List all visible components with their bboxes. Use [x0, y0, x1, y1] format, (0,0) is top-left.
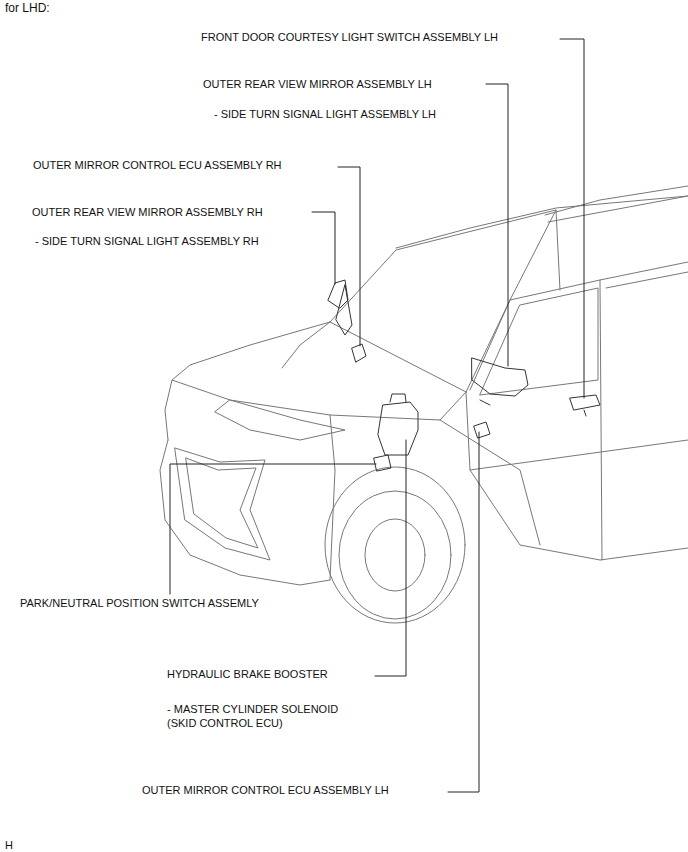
door-switch: [570, 395, 600, 416]
wheel-hub: [365, 519, 425, 591]
hood-crease: [165, 322, 330, 440]
part-label: - MASTER CYLINDER SOLENOID (SKID CONTROL…: [167, 702, 357, 730]
grille-inner: [186, 458, 258, 548]
part-label: - SIDE TURN SIGNAL LIGHT ASSEMBLY LH: [214, 107, 436, 121]
leader-line: [486, 84, 508, 366]
vehicle-outline: [160, 186, 688, 623]
leader-line: [338, 167, 360, 346]
fender: [330, 415, 540, 580]
part-label: OUTER MIRROR CONTROL ECU ASSEMBLY LH: [142, 783, 389, 797]
part-label: HYDRAULIC BRAKE BOOSTER: [167, 667, 328, 681]
diagram-title: for LHD:: [5, 1, 50, 15]
brake-booster: [378, 394, 418, 455]
spindle-grille: [175, 448, 270, 560]
part-label: PARK/NEUTRAL POSITION SWITCH ASSEMLY: [20, 596, 259, 610]
front-wheel: [339, 491, 451, 619]
park-neutral-switch: [374, 455, 391, 471]
roof-rail: [545, 186, 688, 222]
body-side: [466, 392, 688, 560]
figure-code: H: [5, 838, 13, 852]
part-label: - SIDE TURN SIGNAL LIGHT ASSEMBLY RH: [35, 234, 259, 248]
leader-line: [375, 440, 406, 676]
wheel-arch: [325, 467, 465, 623]
leader-line: [448, 432, 479, 792]
leader-line: [560, 39, 584, 398]
mirror-ecu-lh: [474, 422, 490, 438]
roof-side: [510, 210, 688, 300]
part-label: OUTER REAR VIEW MIRROR ASSEMBLY LH: [203, 77, 432, 91]
mirror-rh: [328, 280, 352, 335]
mirror-lh: [472, 358, 528, 405]
windshield: [330, 210, 556, 392]
headlamp: [215, 400, 345, 440]
part-symbols: [328, 280, 600, 471]
part-label: FRONT DOOR COURTESY LIGHT SWITCH ASSEMBL…: [201, 30, 498, 44]
hood: [172, 322, 466, 420]
mirror-ecu-rh: [352, 344, 366, 362]
door-line: [470, 280, 688, 560]
part-label: OUTER REAR VIEW MIRROR ASSEMBLY RH: [32, 205, 263, 219]
leader-line: [312, 212, 335, 284]
leader-line: [170, 464, 376, 594]
front-bumper: [160, 440, 330, 585]
part-label: OUTER MIRROR CONTROL ECU ASSEMBLY RH: [33, 158, 282, 172]
windshield-base: [330, 322, 466, 392]
